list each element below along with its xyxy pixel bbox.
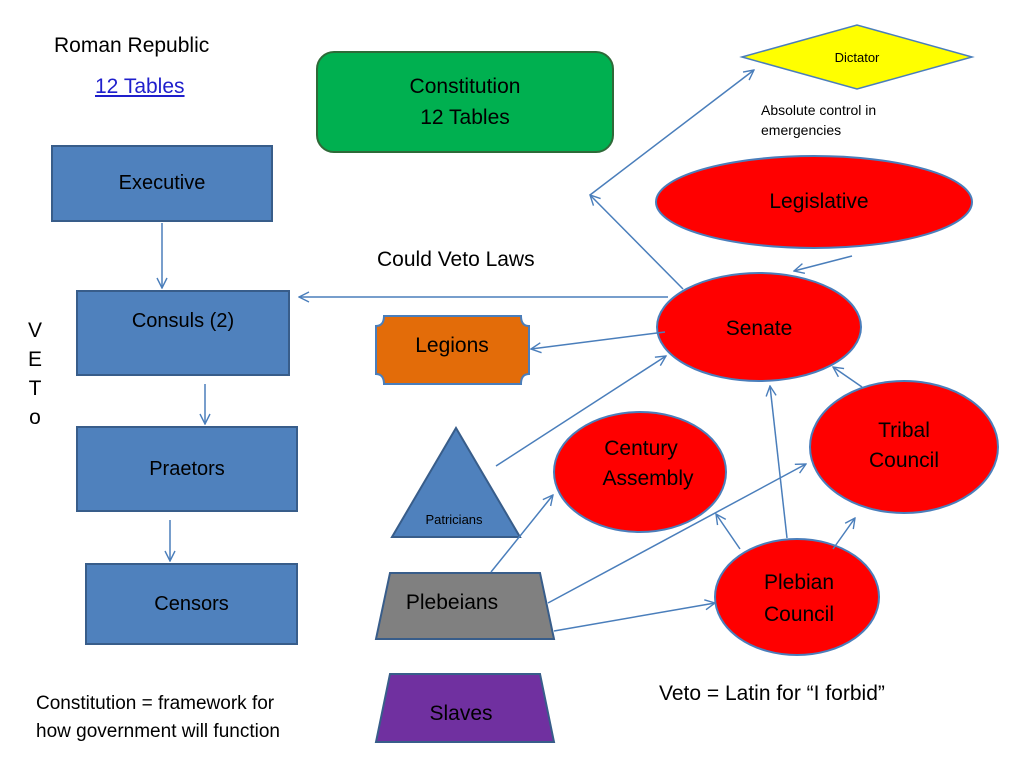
arrow-legislative-senate — [794, 255, 853, 271]
dictator-diamond — [739, 24, 975, 90]
consuls-box: Consuls (2) — [76, 290, 290, 376]
constitution-definition: Constitution = framework for how governm… — [36, 690, 280, 746]
legislative-ellipse — [655, 155, 973, 249]
slaves-trapezoid — [374, 673, 556, 743]
constitution-box: Constitution 12 Tables — [316, 51, 614, 153]
could-veto-laws-label: Could Veto Laws — [377, 248, 535, 271]
patricians-label: Patricians — [425, 512, 483, 527]
constitution-definition-line1: Constitution = framework for — [36, 693, 275, 714]
praetors-label: Praetors — [149, 457, 225, 480]
arrow-senate-branch — [590, 195, 684, 290]
century-assembly-ellipse — [553, 411, 727, 533]
legions-plaque — [375, 315, 530, 385]
plebian-council-line2: Council — [764, 603, 834, 626]
page-title: Roman Republic — [54, 34, 210, 57]
veto-letter-e: E — [27, 348, 42, 371]
century-assembly-line1: Century — [604, 437, 678, 460]
dictator-label: Dictator — [835, 50, 880, 65]
dictator-note-line2: emergencies — [761, 122, 841, 138]
arrow-plebiancouncil-tribal — [832, 518, 855, 550]
legislative-label: Legislative — [769, 190, 868, 213]
plebian-council-ellipse — [714, 538, 880, 656]
century-assembly-line2: Assembly — [602, 467, 694, 490]
legions-label: Legions — [415, 334, 489, 357]
arrow-senate-legions — [531, 331, 666, 349]
constitution-definition-line2: how government will function — [36, 721, 280, 742]
arrow-branch-dictator — [589, 70, 754, 196]
plebian-council-line1: Plebian — [764, 571, 834, 594]
praetors-box: Praetors — [76, 426, 298, 512]
veto-definition: Veto = Latin for “I forbid” — [659, 682, 885, 705]
arrow-plebeians-century — [490, 495, 553, 573]
censors-label: Censors — [154, 592, 229, 615]
veto-vertical-label: V E T o — [25, 316, 45, 432]
tribal-council-line1: Tribal — [878, 419, 930, 442]
arrow-plebiancouncil-senate — [770, 386, 788, 539]
dictator-note-line1: Absolute control in — [761, 102, 876, 118]
senate-ellipse — [656, 272, 862, 382]
arrow-plebeians-tribal — [547, 464, 806, 604]
executive-label: Executive — [118, 172, 206, 194]
constitution-line2: 12 Tables — [420, 106, 510, 129]
tribal-council-ellipse — [809, 380, 999, 514]
plebeians-label: Plebeians — [406, 591, 498, 614]
arrow-plebiancouncil-century — [716, 514, 741, 550]
veto-letter-v: V — [27, 319, 42, 342]
executive-box: Executive — [51, 145, 273, 222]
tribal-council-line2: Council — [869, 449, 939, 472]
veto-letter-o: o — [29, 406, 41, 429]
arrow-tribal-senate — [833, 367, 863, 388]
veto-letter-t: T — [28, 377, 42, 400]
patricians-triangle — [390, 426, 522, 538]
consuls-label: Consuls (2) — [131, 310, 235, 332]
plebeians-trapezoid — [374, 572, 556, 640]
censors-box: Censors — [85, 563, 298, 645]
twelve-tables-link[interactable]: 12 Tables — [95, 75, 185, 98]
arrow-patricians-senate — [495, 356, 666, 467]
slaves-label: Slaves — [429, 702, 492, 725]
constitution-line1: Constitution — [409, 75, 521, 98]
senate-label: Senate — [726, 317, 793, 340]
arrow-plebeians-plebiancouncil — [553, 603, 715, 632]
